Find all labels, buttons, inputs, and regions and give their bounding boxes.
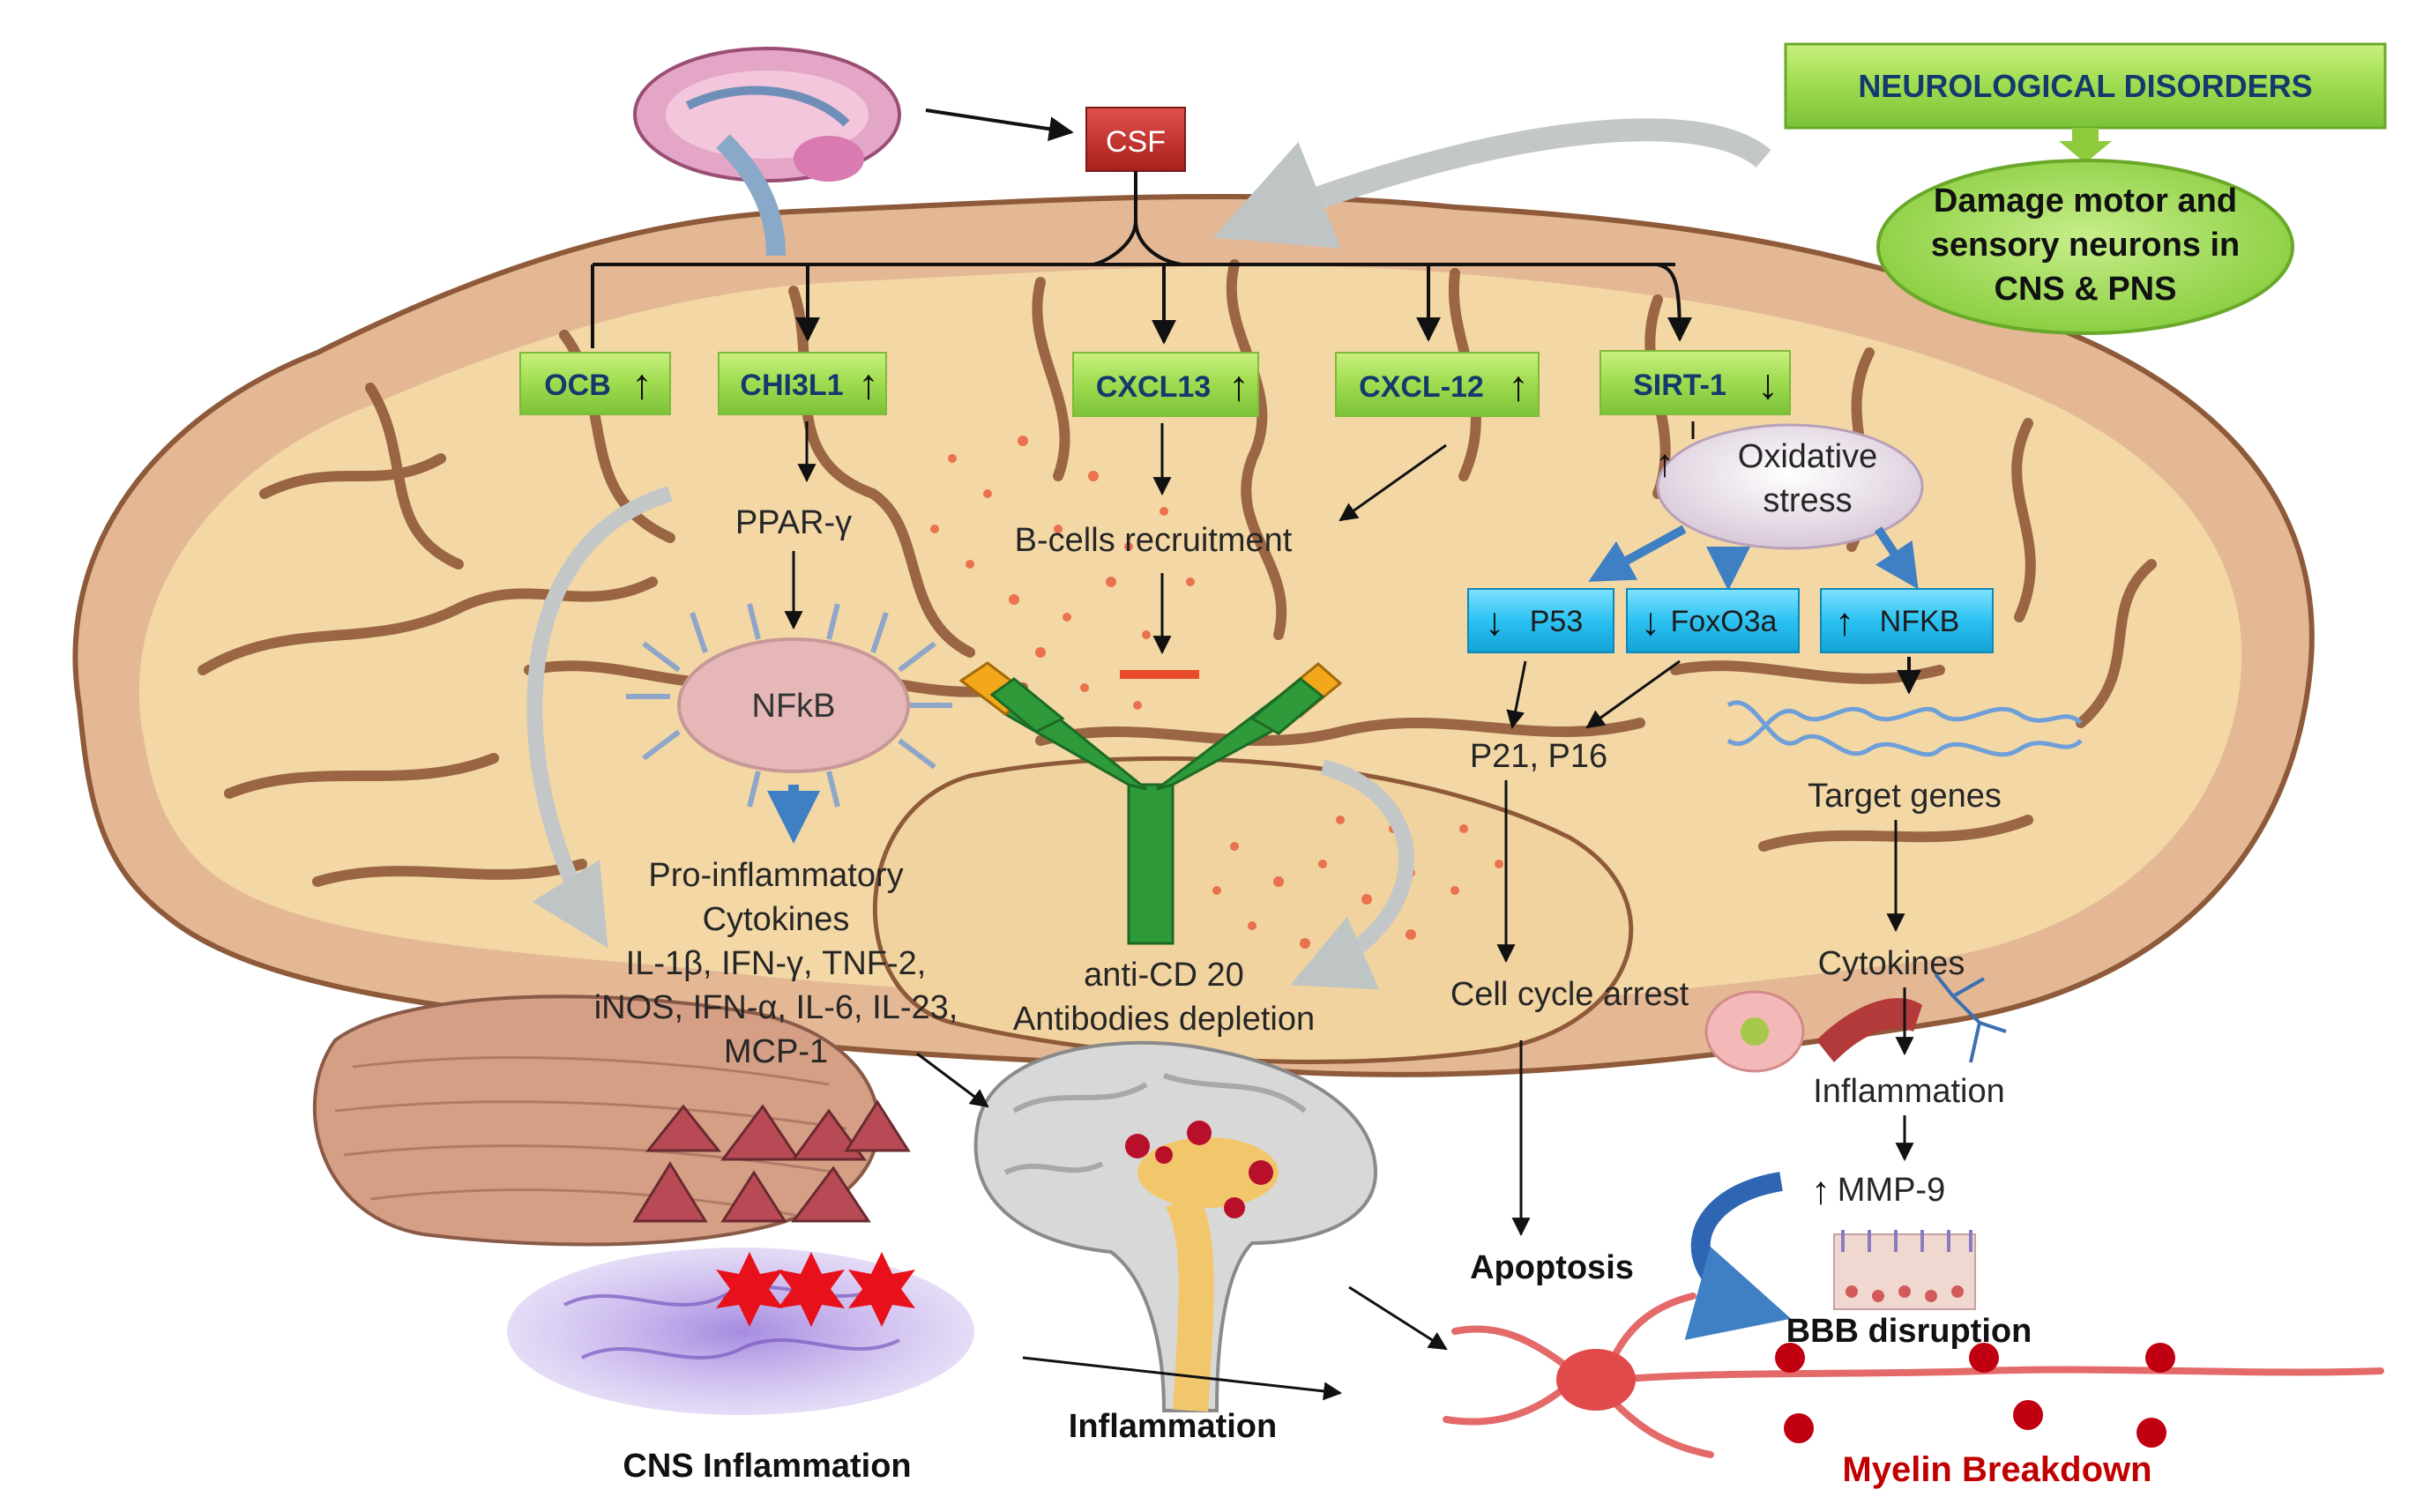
- p53-box: ↓ P53: [1467, 588, 1614, 653]
- marker-sirt1: SIRT-1 ↓: [1600, 350, 1791, 415]
- cyto-line1: IL-1β, IFN-γ, TNF-2,: [626, 945, 927, 982]
- cells-vessel-icons: [1704, 972, 2007, 1073]
- anticd-line2: Antibodies depletion: [1013, 1001, 1315, 1038]
- neurological-disorders-box: NEUROLOGICAL DISORDERS: [1784, 42, 2387, 163]
- foxo-arrow: ↓: [1641, 600, 1660, 644]
- nfkb2-arrow: ↑: [1835, 600, 1854, 644]
- arrow-cxcl12-bcells: [1339, 443, 1447, 522]
- sagittal-brain-icon: [633, 47, 901, 257]
- marker-cxcl13-label: CXCL13: [1096, 370, 1211, 404]
- arrow-foxo-p21: [1585, 659, 1681, 729]
- marker-cxcl13: CXCL13 ↑: [1072, 352, 1259, 417]
- marker-cxcl13-arrow: ↑: [1228, 363, 1249, 410]
- cns-inflammation-label: CNS Inflammation: [623, 1448, 911, 1485]
- foxo3a-box: ↓ FoxO3a: [1626, 588, 1800, 653]
- marker-chi3l1: CHI3L1 ↑: [718, 352, 887, 415]
- anticd-line1: anti-CD 20: [1084, 957, 1244, 994]
- b-cell-streak: [1120, 670, 1199, 679]
- csf-label: CSF: [1106, 125, 1166, 159]
- p53-label: P53: [1530, 605, 1584, 638]
- pyramid-cells: [632, 1099, 911, 1223]
- marker-sirt1-label: SIRT-1: [1633, 369, 1726, 402]
- neuro-title: NEUROLOGICAL DISORDERS: [1858, 68, 2312, 104]
- cellcycle-label: Cell cycle arrest: [1450, 976, 1689, 1013]
- arrow-p53-p21: [1506, 660, 1527, 730]
- damage-line2: sensory neurons in: [1931, 227, 2241, 264]
- bbb-label: BBB disruption: [1786, 1313, 2032, 1350]
- marker-chi3l1-arrow: ↑: [858, 361, 879, 408]
- marker-ocb: OCB ↑: [519, 352, 671, 415]
- gray-feedback-arrows: [526, 118, 1771, 990]
- oxidative-stress-ellipse: ↑ Oxidative stress: [1655, 423, 1924, 550]
- csf-branch-lines: [590, 171, 1692, 348]
- damage-line1: Damage motor and: [1934, 182, 2237, 220]
- cyto-line2: iNOS, IFN-α, IL-6, IL-23,: [594, 989, 958, 1026]
- myelin-label: Myelin Breakdown: [1842, 1450, 2151, 1489]
- nfkb-label: NFkB: [752, 688, 836, 725]
- cyto-line3: MCP-1: [724, 1033, 828, 1070]
- bbb-layer-icon: [1833, 1230, 1976, 1310]
- marker-cxcl12: CXCL-12 ↑: [1335, 352, 1540, 417]
- csf-box: CSF: [1085, 107, 1186, 172]
- dna-icon: [1726, 700, 2083, 757]
- marker-ocb-arrow: ↑: [631, 361, 652, 408]
- bcells-label: B-cells recruitment: [1015, 522, 1293, 559]
- inset-brain: [973, 1040, 1378, 1412]
- p21-label: P21, P16: [1470, 738, 1607, 775]
- ox-arrow: ↑: [1655, 442, 1674, 485]
- damage-line3: CNS & PNS: [1995, 271, 2177, 308]
- marker-chi3l1-label: CHI3L1: [740, 369, 843, 402]
- apoptosis-label: Apoptosis: [1470, 1249, 1634, 1286]
- mmp9-label: MMP-9: [1838, 1172, 1945, 1209]
- inflammation-bottom-label: Inflammation: [1069, 1408, 1277, 1445]
- target-genes-label: Target genes: [1808, 778, 2002, 815]
- curved-blue-arrow-bbb: [1684, 1172, 1792, 1340]
- proinf-line2: Cytokines: [703, 901, 850, 938]
- brain-illustration: [72, 193, 2315, 1247]
- red-star-icons: [716, 1252, 915, 1327]
- marker-ocb-label: OCB: [544, 369, 611, 402]
- marker-cxcl12-arrow: ↑: [1508, 363, 1529, 410]
- marker-cxcl12-label: CXCL-12: [1359, 370, 1484, 404]
- ox-line2: stress: [1763, 482, 1852, 519]
- ox-line1: Oxidative: [1738, 438, 1877, 475]
- arrow-cytokines-inset: [916, 1052, 989, 1108]
- marker-sirt1-arrow: ↓: [1757, 361, 1779, 408]
- nfkb2-label: NFKB: [1880, 605, 1960, 638]
- arrow-inset-neuron: [1348, 1285, 1448, 1351]
- nfkb2-box: ↑ NFKB: [1820, 588, 1994, 653]
- neuron-icon: [1443, 1292, 2384, 1458]
- arrow-purple-neuron: [1022, 1356, 1343, 1401]
- antibody-icon: [958, 661, 1343, 945]
- mmp9-arrow: ↑: [1811, 1169, 1831, 1212]
- ppar-label: PPAR-γ: [735, 504, 852, 541]
- damage-ellipse: Damage motor and sensory neurons in CNS …: [1876, 159, 2294, 335]
- inflammation-right-label: Inflammation: [1813, 1073, 2005, 1110]
- cytokines-right-label: Cytokines: [1818, 945, 1965, 982]
- nfkb-complex: NFkB: [626, 603, 952, 808]
- arrow-brain-to-csf: [925, 108, 1074, 142]
- foxo-label: FoxO3a: [1671, 605, 1778, 638]
- p53-arrow: ↓: [1485, 600, 1504, 644]
- proinf-line1: Pro-inflammatory: [648, 857, 903, 894]
- ox-blue-arrows: [1588, 525, 1919, 591]
